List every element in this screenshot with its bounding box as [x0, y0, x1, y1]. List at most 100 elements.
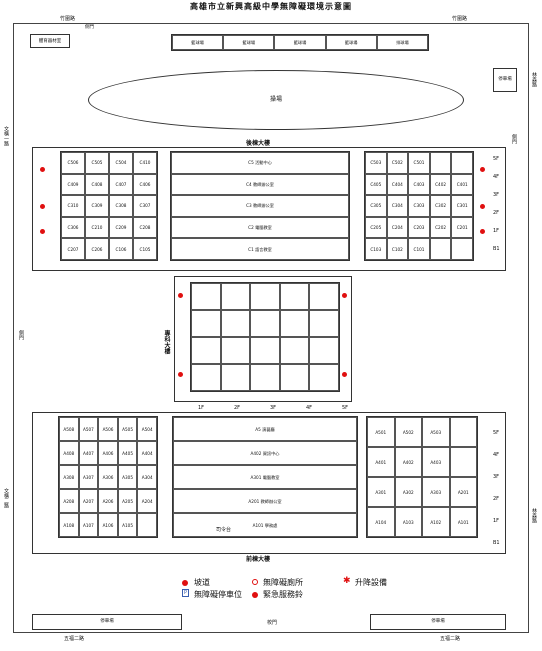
back-right-rooms: C503 C502 C501 C405 C404 C403 C402 C401 …	[364, 151, 474, 261]
room: C207	[61, 238, 85, 260]
room: C305	[365, 195, 387, 217]
legend-parking: 無障礙停車位	[194, 590, 242, 599]
middle-rooms	[190, 282, 340, 392]
parking-right: 停車場	[370, 614, 506, 630]
ramp-marker	[40, 229, 45, 234]
parking-left: 停車場	[32, 614, 182, 630]
courts-row: 籃球場 籃球場 籃球場 籃球場 排球場	[171, 34, 429, 51]
room	[429, 152, 452, 174]
room: A302	[394, 477, 422, 507]
room: A106	[98, 513, 118, 537]
room: A303	[422, 477, 450, 507]
road-left-upper: 文橫一路	[3, 126, 9, 146]
room: A406	[98, 441, 118, 465]
north-gate: 側門	[85, 25, 94, 30]
room: C103	[365, 238, 387, 260]
room: C202	[429, 216, 452, 239]
room	[449, 447, 477, 477]
room: A103	[394, 507, 422, 537]
room: A104	[367, 507, 395, 537]
room: C304	[386, 195, 409, 217]
room: C310	[61, 195, 85, 217]
room: C5 活動中心	[171, 152, 349, 174]
road-left-lower: 文橫二路	[3, 488, 9, 508]
elevator-icon: ✱	[343, 576, 351, 586]
room: A407	[78, 441, 99, 465]
ramp-marker	[480, 204, 485, 209]
room: C303	[408, 195, 430, 217]
room: C409	[61, 173, 85, 196]
back-center-rooms: C5 活動中心 C4 教師辦公室 C3 教師辦公室 C2 電腦教室 C1 語言教…	[170, 151, 350, 261]
room: C4 教師辦公室	[171, 173, 349, 196]
legend-ramp-icon	[182, 580, 188, 586]
room: C403	[408, 173, 430, 196]
room: C404	[386, 173, 409, 196]
room: A201 教師辦公室	[173, 489, 357, 513]
parking-icon: P	[182, 589, 189, 597]
room: A305	[117, 465, 138, 489]
room: A405	[117, 441, 138, 465]
room	[137, 513, 157, 537]
road-bottom-right: 五福二路	[440, 636, 461, 642]
ramp-marker	[480, 229, 485, 234]
room: A301 電腦教室	[173, 465, 357, 489]
road-bottom-left: 五福二路	[64, 636, 85, 642]
room: A207	[78, 489, 99, 513]
room: A105	[117, 513, 138, 537]
room: A504	[137, 417, 157, 441]
south-gate: 校門	[267, 620, 278, 626]
room: C208	[133, 216, 157, 239]
ramp-marker	[342, 372, 347, 377]
legend-accessible-toilet: 無障礙廁所	[263, 578, 303, 587]
front-right-rooms: A501 A502 A503 A401 A402 A403 A301 A302 …	[366, 416, 478, 538]
room: C408	[85, 173, 109, 196]
back-building	[32, 147, 506, 271]
room: C302	[429, 195, 452, 217]
front-center-rooms: A5 演藝廳 A402 資訊中心 A301 電腦教室 A201 教師辦公室 A1…	[172, 416, 358, 538]
ramp-marker	[40, 204, 45, 209]
room: A403	[422, 447, 450, 477]
ramp-marker	[178, 293, 183, 298]
room: C306	[61, 216, 85, 239]
legend-elevator: 升降設備	[355, 578, 387, 587]
room: C3 教師辦公室	[171, 195, 349, 217]
room: A306	[98, 465, 118, 489]
court: 籃球場	[325, 35, 377, 50]
room: C106	[109, 238, 133, 260]
legend-emergency-bell: 緊急服務鈴	[263, 590, 303, 599]
room: C502	[386, 152, 409, 174]
court: 籃球場	[172, 35, 224, 50]
emergency-bell-icon	[252, 592, 258, 598]
room: A501	[367, 417, 395, 447]
page-title: 高雄市立新興高級中學無障礙環境示意圖	[190, 1, 352, 11]
ramp-marker	[342, 293, 347, 298]
accessible-toilet-icon	[252, 579, 258, 585]
room: C210	[85, 216, 109, 239]
room: C1 語言教室	[171, 238, 349, 260]
room: C209	[109, 216, 133, 239]
room: C105	[133, 238, 157, 260]
ramp-marker	[40, 167, 45, 172]
room: C402	[429, 173, 452, 196]
room: A101	[449, 507, 477, 537]
room: A402	[394, 447, 422, 477]
room: A307	[78, 465, 99, 489]
sports-field: 操場	[88, 70, 464, 130]
court: 籃球場	[274, 35, 326, 50]
front-building	[32, 412, 506, 554]
room: C102	[386, 238, 409, 260]
room: C504	[109, 152, 133, 174]
room: C410	[133, 152, 157, 174]
room: A206	[98, 489, 118, 513]
room: C206	[85, 238, 109, 260]
room	[451, 238, 473, 260]
room: C505	[85, 152, 109, 174]
right-parking: 停車場	[493, 68, 517, 92]
room: C101	[408, 238, 430, 260]
road-top-left: 竹圍路	[60, 16, 76, 22]
room: A301	[367, 477, 395, 507]
room: C503	[365, 152, 387, 174]
room: A205	[117, 489, 138, 513]
